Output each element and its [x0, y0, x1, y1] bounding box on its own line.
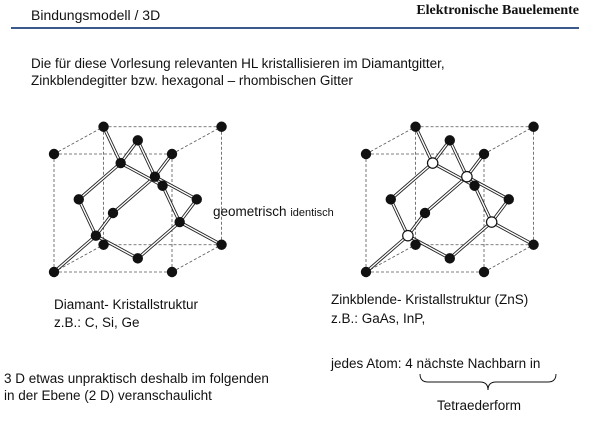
atom [410, 121, 421, 132]
intro-line-2: Zinkblendegitter bzw. hexagonal – rhombi… [31, 73, 353, 88]
header-title: Bindungsmodell / 3D [31, 7, 161, 23]
tetrahedron-label: Tetraederform [437, 398, 522, 413]
curly-brace [419, 373, 557, 391]
bond [449, 140, 468, 177]
atom-hollow [485, 216, 498, 228]
bond [112, 176, 156, 214]
atom [166, 266, 178, 278]
bond [466, 176, 510, 200]
bond [120, 162, 163, 187]
cube-edge [365, 126, 416, 155]
cube-edge [365, 244, 416, 273]
zincblende-crystal-diagram [360, 121, 539, 278]
bond [154, 176, 198, 200]
atom [166, 148, 178, 160]
cube-edge [53, 126, 104, 155]
atom [385, 194, 396, 205]
bond [491, 221, 534, 246]
atom-hollow [402, 229, 414, 242]
cube-edge [483, 244, 534, 273]
zincblende-examples: z.B.: GaAs, InP, [331, 311, 426, 326]
bond [407, 235, 451, 259]
atom [132, 253, 143, 264]
diamond-examples: z.B.: C, Si, Ge [54, 315, 140, 330]
bond [78, 199, 97, 236]
bond [53, 235, 97, 273]
atom [107, 207, 119, 219]
atom [73, 194, 84, 205]
atom [191, 194, 202, 205]
note-line-2: in der Ebene (2 D) veranschaulicht [4, 388, 212, 403]
atom [528, 239, 539, 250]
bond [390, 162, 434, 200]
atom [216, 121, 227, 132]
cube-edge [171, 126, 222, 155]
comparison-small: identisch [290, 207, 334, 219]
header-rule [11, 27, 579, 29]
atom [360, 148, 372, 160]
bond [414, 126, 434, 164]
bond [179, 221, 222, 246]
bond [449, 221, 493, 259]
cube-edge [53, 244, 104, 273]
atom [360, 266, 372, 278]
bond [78, 162, 122, 200]
atom [149, 171, 161, 182]
diamond-crystal-diagram [48, 121, 227, 278]
neighbors-text: jedes Atom: 4 nächste Nachbarn in [331, 356, 541, 371]
bond [365, 235, 409, 273]
intro-line-1: Die für diese Vorlesung relevanten HL kr… [31, 56, 445, 71]
atom [216, 239, 227, 250]
bond [137, 140, 156, 177]
bond [137, 221, 181, 259]
atom [478, 266, 490, 278]
atom [419, 207, 431, 219]
bond [424, 176, 468, 214]
atom [174, 216, 185, 228]
atom [115, 157, 126, 169]
atom [444, 253, 455, 264]
course-title: Elektronische Bauelemente [416, 3, 579, 18]
atom [132, 135, 143, 146]
bond [102, 126, 122, 164]
atom-hollow [426, 157, 439, 169]
atom-hollow [461, 170, 473, 183]
atom [528, 121, 539, 132]
cube-edge [171, 244, 222, 273]
diamond-title: Diamant- Kristallstruktur [54, 297, 199, 312]
atom [469, 180, 480, 191]
atom [478, 148, 490, 160]
atom [90, 230, 102, 241]
atom [98, 121, 109, 132]
bond [161, 185, 181, 223]
bond [95, 235, 139, 259]
atom [48, 148, 60, 160]
bond [473, 185, 493, 223]
atom [444, 135, 455, 146]
bond [390, 199, 409, 236]
comparison-main: geometrisch [213, 204, 287, 219]
atom [410, 239, 421, 250]
atom [48, 266, 60, 278]
note-line-1: 3 D etwas unpraktisch deshalb im folgend… [4, 371, 269, 386]
cube-edge [483, 126, 534, 155]
atom [503, 194, 514, 205]
atom [157, 180, 168, 191]
zincblende-title: Zinkblende- Kristallstruktur (ZnS) [331, 292, 529, 307]
comparison-label: geometrisch identisch [213, 204, 334, 219]
atom [98, 239, 109, 250]
